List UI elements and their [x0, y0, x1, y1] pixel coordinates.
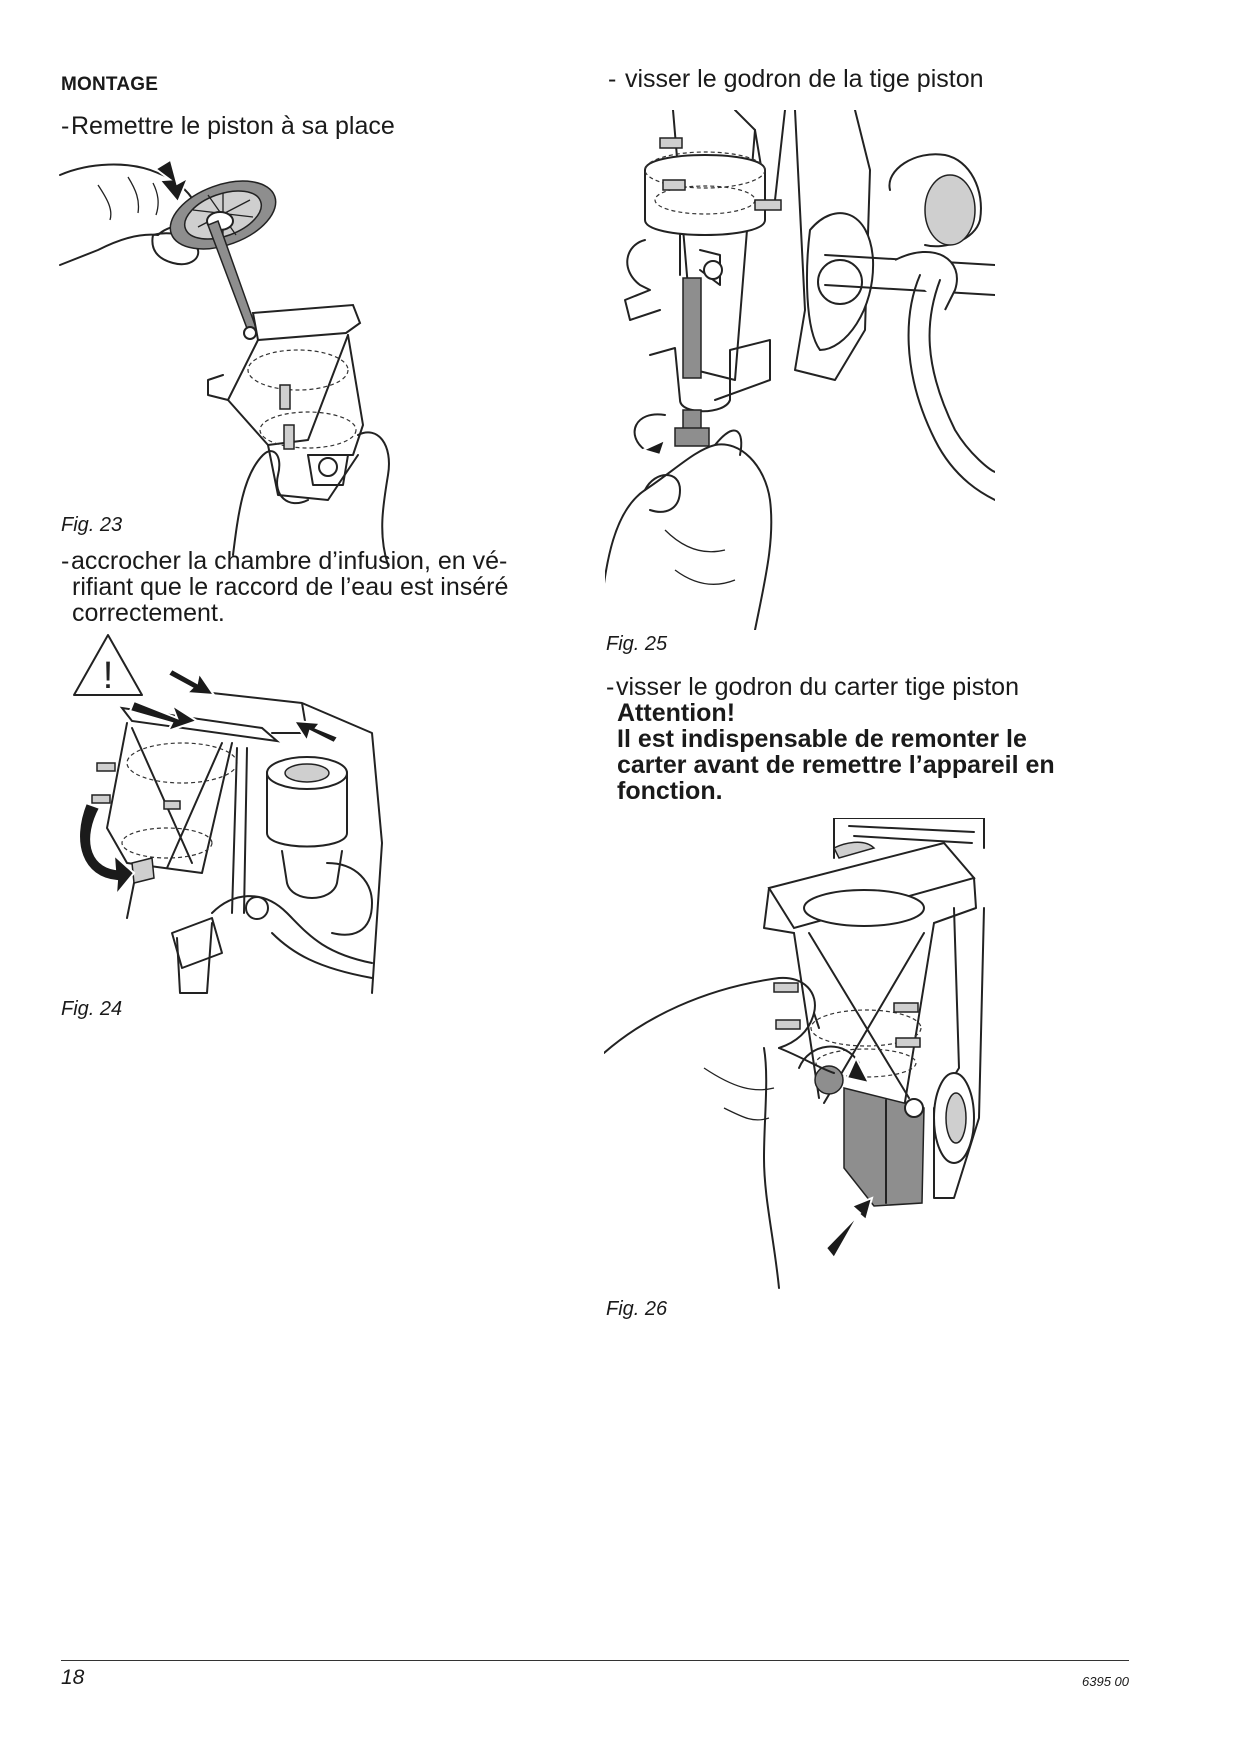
section-title: MONTAGE: [61, 74, 159, 95]
warning-triangle-icon: !: [73, 634, 143, 697]
warning-symbol: !: [103, 655, 114, 697]
figure-25-illustration: [605, 110, 995, 630]
step-attach-brewing-chamber: -accrocher la chambre d’infusion, en vé-…: [61, 547, 509, 627]
caption-fig-23: Fig. 23: [61, 514, 123, 536]
step-screw-rod-housing-knob: -visser le godron du carter tige piston: [606, 673, 1019, 701]
figure-24-illustration: !: [72, 633, 432, 998]
step-screw-piston-rod-knob: - visser le godron de la tige piston: [608, 65, 984, 93]
footer-rule: [61, 1660, 1129, 1661]
caption-fig-26: Fig. 26: [606, 1298, 668, 1320]
figure-23-illustration: [58, 155, 458, 570]
caption-fig-25: Fig. 25: [606, 633, 668, 655]
warning-text: Attention! Il est indispensable de remon…: [617, 699, 1055, 805]
step-replace-piston: -Remettre le piston à sa place: [61, 112, 395, 140]
caption-fig-24: Fig. 24: [61, 998, 123, 1020]
page-number: 18: [61, 1666, 85, 1689]
document-code: 6395 00: [1082, 1674, 1129, 1689]
figure-26-illustration: [604, 818, 999, 1298]
